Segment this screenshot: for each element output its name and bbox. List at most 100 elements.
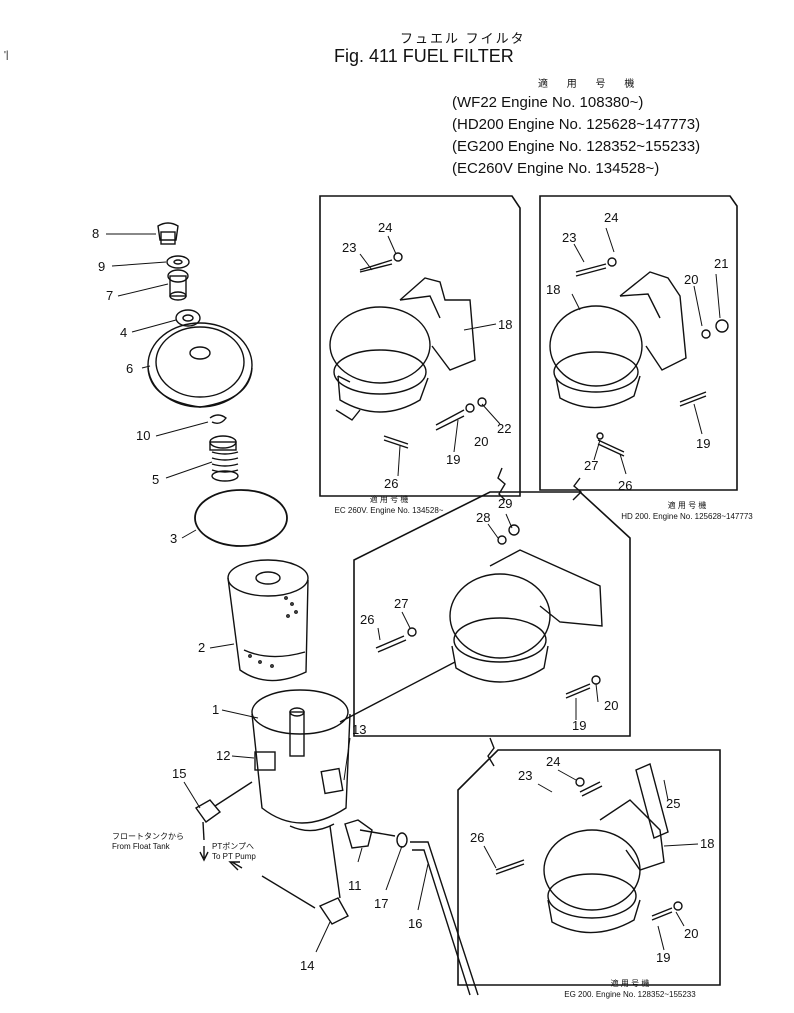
connector-arrow-2 [572, 477, 583, 501]
callout-c-28: 28 [476, 510, 491, 525]
to-pt-pump-jp: PTポンプへ [212, 842, 254, 851]
part-2-element [227, 559, 309, 682]
part-17-washer [396, 832, 408, 848]
callout-d-23: 23 [518, 768, 533, 783]
callout-17: 17 [374, 896, 389, 911]
model-row-hd200: (HD200 Engine No. 125628~147773) [452, 116, 701, 133]
callout-5: 5 [152, 472, 160, 487]
applicability-ec260v-jp: 適 用 号 機 [369, 495, 409, 504]
from-float-tank-jp: フロートタンクから [112, 832, 184, 841]
callout-7: 7 [106, 288, 114, 303]
flow-arrow-from-float-tank [199, 846, 209, 862]
part-15-elbow [194, 781, 253, 841]
callout-d-26: 26 [470, 830, 485, 845]
panel-ec260v [319, 195, 521, 497]
panel-eg200 [457, 749, 721, 986]
part-9-washer-hole [173, 259, 183, 265]
part-10-ring [209, 414, 227, 425]
part-3-o-ring [194, 489, 288, 547]
part-16-hose [410, 841, 479, 996]
callout-d-18: 18 [700, 836, 715, 851]
part-8-plug [157, 222, 179, 245]
callout-1: 1 [212, 702, 220, 717]
panel-wf22 [353, 491, 631, 737]
leader-case-to-panel [339, 661, 456, 723]
part-7-bolt [167, 269, 189, 301]
callout-d-20: 20 [684, 926, 699, 941]
callout-b-19: 19 [696, 436, 711, 451]
edge-mark: '| [4, 50, 9, 61]
callout-c-29: 29 [498, 496, 513, 511]
callout-3: 3 [170, 531, 178, 546]
model-row-ec260v: (EC260V Engine No. 134528~) [452, 160, 660, 177]
callout-a-20: 20 [474, 434, 489, 449]
callout-12: 12 [216, 748, 231, 763]
to-pt-pump-label: PTポンプへ To PT Pump [212, 842, 256, 862]
callout-6: 6 [126, 361, 134, 376]
callout-11: 11 [348, 878, 362, 893]
callout-b-21: 21 [714, 256, 729, 271]
callout-b-18: 18 [546, 282, 561, 297]
callout-13: 13 [352, 722, 367, 737]
callout-a-22: 22 [497, 421, 512, 436]
model-row-wf22: (WF22 Engine No. 108380~) [452, 94, 644, 111]
part-4-seal [175, 309, 201, 327]
model-row-eg200: (EG200 Engine No. 128352~155233) [452, 138, 701, 155]
callout-c-19: 19 [572, 718, 587, 733]
callout-d-25: 25 [666, 796, 681, 811]
part-6-cover [147, 322, 253, 408]
applicability-eg200-jp: 適 用 号 機 [610, 979, 650, 988]
panel-hd200 [539, 195, 738, 491]
part-12-label-plate [254, 751, 276, 771]
bracket-wf22 [375, 524, 603, 699]
bracket-eg200 [495, 763, 683, 934]
callout-9: 9 [98, 259, 106, 274]
applicability-ec260v-text: EC 260V. Engine No. 134528~ [334, 506, 444, 515]
connector-arrow-1 [497, 467, 506, 501]
callout-d-19: 19 [656, 950, 671, 965]
flow-arrow-to-pt-pump [228, 861, 243, 871]
callout-a-18: 18 [498, 317, 513, 332]
part-11-adapter [344, 819, 396, 849]
callout-b-23: 23 [562, 230, 577, 245]
applicability-hd200-jp: 適 用 号 機 [667, 501, 707, 510]
callout-15: 15 [172, 766, 187, 781]
callout-2: 2 [198, 640, 206, 655]
applicability-hd200-text: HD 200. Engine No. 125628~147773 [621, 512, 753, 521]
applicability-eg200: 適 用 号 機 EG 200. Engine No. 128352~155233 [530, 978, 730, 1000]
callout-b-26: 26 [618, 478, 633, 493]
figure-title: Fig. 411 FUEL FILTER [334, 46, 514, 66]
callout-4: 4 [120, 325, 128, 340]
from-float-tank-label: フロートタンクから From Float Tank [112, 832, 184, 852]
callout-c-26: 26 [360, 612, 375, 627]
part-9-washer [166, 255, 190, 269]
callout-a-19: 19 [446, 452, 461, 467]
part-14-elbow [261, 825, 349, 925]
callout-10: 10 [136, 428, 151, 443]
callout-a-26: 26 [384, 476, 399, 491]
models-header-jp: 適 用 号 機 [538, 79, 643, 90]
callout-d-24: 24 [546, 754, 561, 769]
callout-8: 8 [92, 226, 100, 241]
applicability-eg200-text: EG 200. Engine No. 128352~155233 [564, 990, 696, 999]
part-1-case [251, 689, 351, 832]
leader-lines [106, 227, 721, 953]
bracket-ec260v [329, 252, 487, 449]
callout-b-24: 24 [604, 210, 619, 225]
callout-c-20: 20 [604, 698, 619, 713]
callout-c-27: 27 [394, 596, 409, 611]
callout-a-24: 24 [378, 220, 393, 235]
from-float-tank-en: From Float Tank [112, 842, 170, 851]
callout-a-23: 23 [342, 240, 357, 255]
callout-b-20: 20 [684, 272, 699, 287]
callout-16: 16 [408, 916, 423, 931]
applicable-models: 適 用 号 機 (WF22 Engine No. 108380~) (HD200… [452, 78, 700, 180]
callout-14: 14 [300, 958, 315, 973]
connector-arrow-3 [487, 737, 495, 767]
part-5-spring [209, 435, 239, 482]
applicability-ec260v: 適 用 号 機 EC 260V. Engine No. 134528~ [294, 494, 484, 516]
applicability-hd200: 適 用 号 機 HD 200. Engine No. 125628~147773 [592, 500, 782, 522]
callout-b-27: 27 [584, 458, 599, 473]
to-pt-pump-en: To PT Pump [212, 852, 256, 861]
